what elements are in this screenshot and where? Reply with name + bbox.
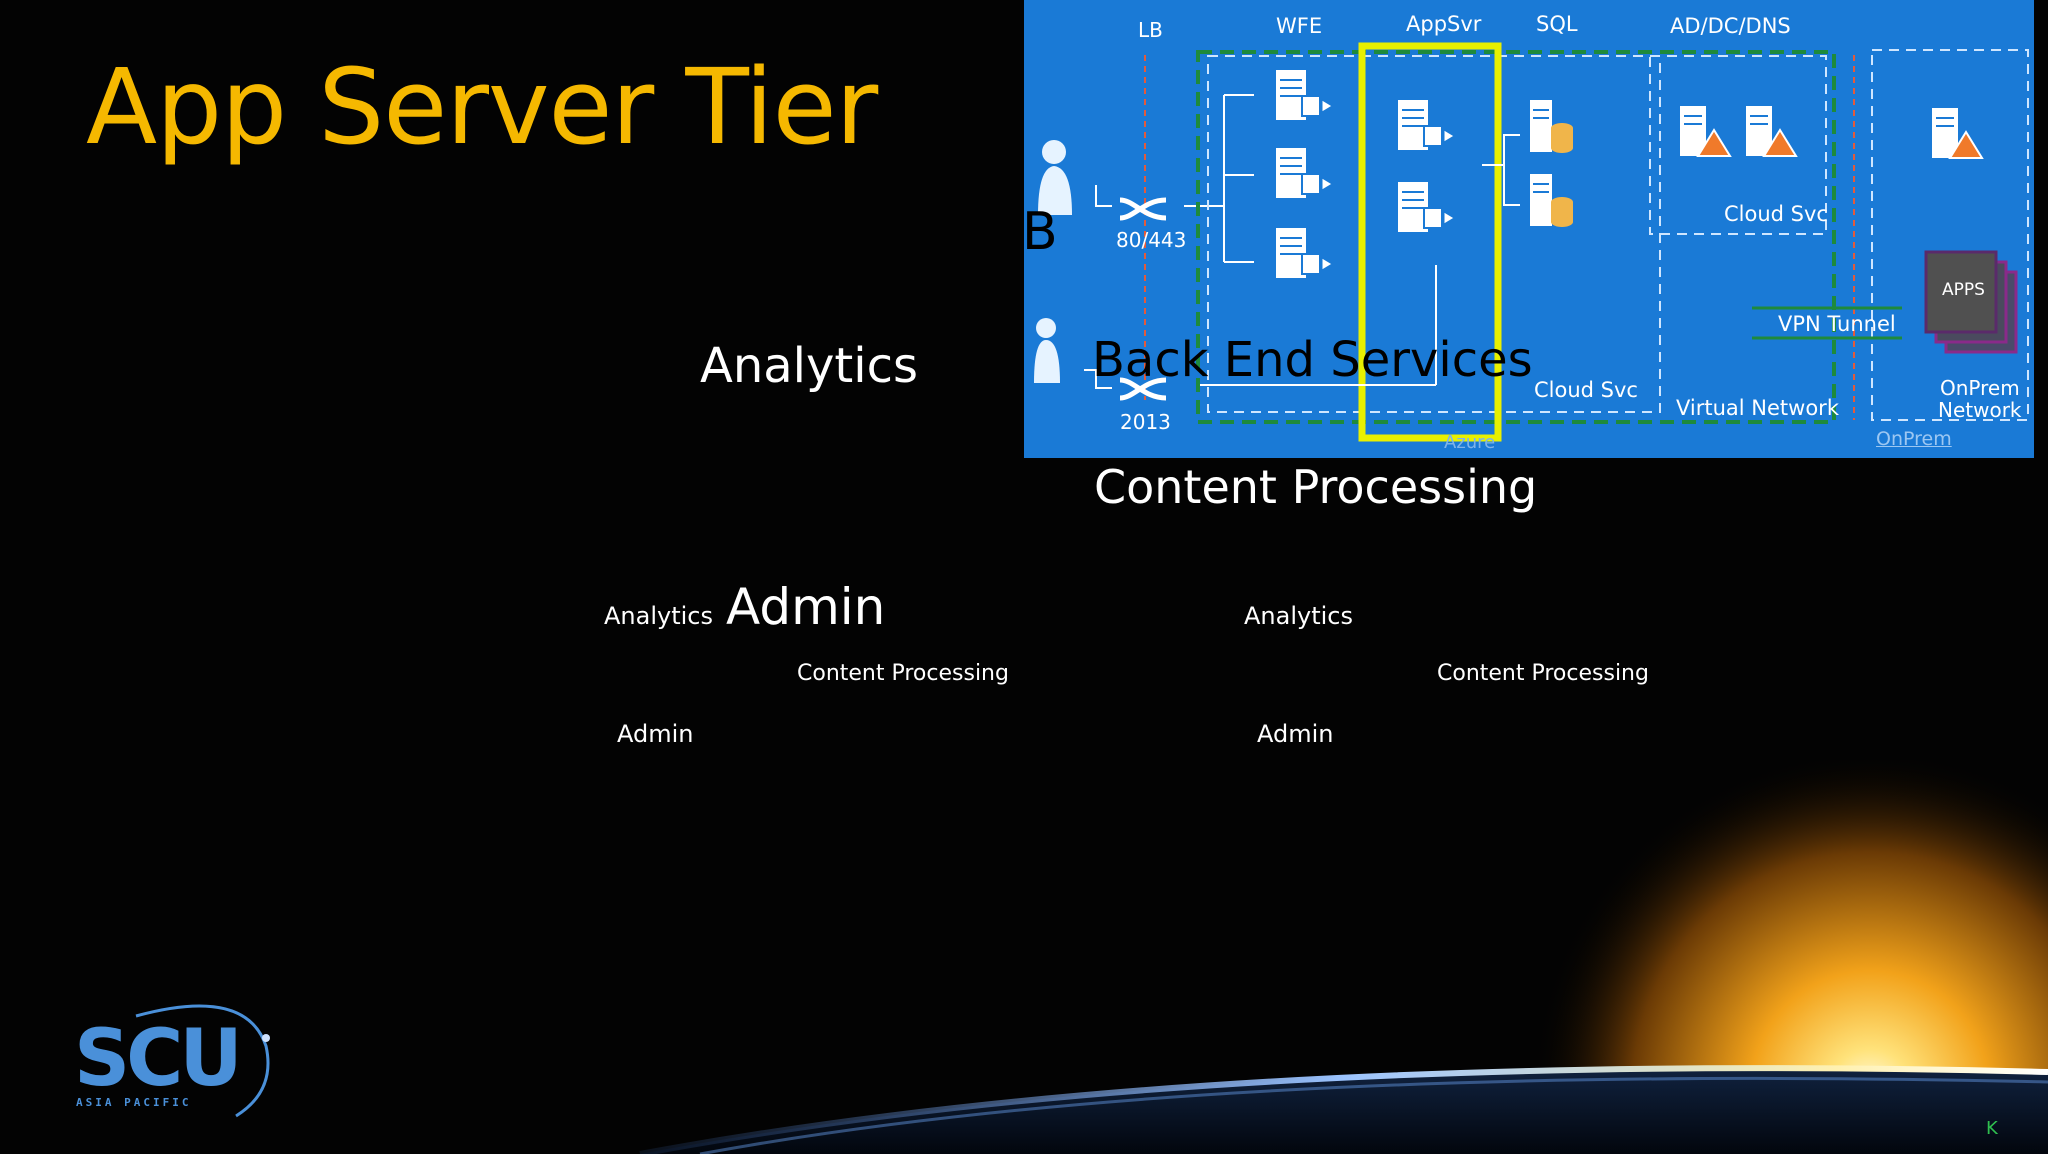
admin-large-label: Admin [726,578,886,636]
tier-label-lb: LB [1138,18,1163,42]
apps-label: APPS [1942,280,1985,300]
content-processing-left-label: Content Processing [797,661,1009,686]
content-processing-large-label: Content Processing [1094,460,1538,514]
user-icon [1034,318,1060,383]
ad-server-icon [1680,106,1732,157]
sql-server-icon [1530,174,1573,227]
analytics-left-label: Analytics [604,602,713,630]
app-server-icon [1398,182,1455,232]
azure-label: Azure [1444,432,1496,453]
diagram-graphics [1034,42,2029,442]
load-balancer-icon [1119,377,1167,401]
architecture-diagram: LB WFE AppSvr SQL AD/DC/DNS 80/443 2013 … [1024,0,2034,458]
b-fragment-label: B [1022,202,1058,262]
cloud-svc-sql-label: Cloud Svc [1534,378,1638,402]
virtual-network-label: Virtual Network [1676,396,1839,420]
port-label-bottom: 2013 [1120,410,1171,434]
analytics-large-label: Analytics [700,338,918,394]
cloud-svc-label: Cloud Svc [1724,202,1828,226]
back-end-services-label: Back End Services [1092,332,1533,388]
user-icon [1038,140,1072,215]
onprem-network-label-line2: Network [1938,398,2022,422]
page-mark: K [1986,1118,1998,1139]
ad-server-icon [1746,106,1798,157]
logo-text: SCU [74,1014,243,1104]
tier-label-wfe: WFE [1276,14,1323,38]
logo-orbit [135,1004,270,1118]
wfe-server-icon [1276,148,1333,198]
admin-left-label: Admin [617,720,694,748]
vpn-tunnel-label: VPN Tunnel [1778,312,1896,336]
wfe-server-icon [1276,70,1333,120]
content-processing-right-label: Content Processing [1437,661,1649,686]
appsvr-highlight [1358,42,1502,442]
admin-right-label: Admin [1257,720,1334,748]
tier-label-sql: SQL [1536,12,1578,36]
tier-label-appsvr: AppSvr [1406,12,1482,36]
wfe-server-icon [1276,228,1333,278]
onprem-link[interactable]: OnPrem [1876,428,1952,450]
slide-title: App Server Tier [86,46,878,168]
tier-label-ad-dc-dns: AD/DC/DNS [1670,14,1791,38]
app-server-icon [1398,100,1455,150]
onprem-network-label-line1: OnPrem [1940,376,2020,400]
apps-stack-icon [1924,250,2018,354]
onprem-server-icon [1932,108,1984,159]
sql-server-icon [1530,100,1573,153]
analytics-right-label: Analytics [1244,602,1353,630]
scu-logo: SCU ASIA PACIFIC [66,996,286,1126]
logo-subtext: ASIA PACIFIC [76,1096,192,1109]
load-balancer-icon [1119,197,1167,221]
port-label-top: 80/443 [1116,228,1187,252]
